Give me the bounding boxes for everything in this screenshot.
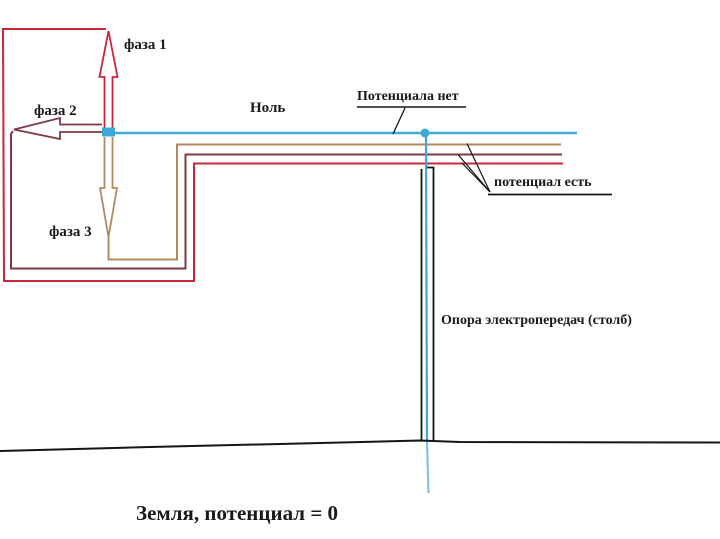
neutral-label: Ноль <box>250 100 286 116</box>
has-potential-label: потенциал есть <box>494 175 592 190</box>
phase2-label: фаза 2 <box>34 103 77 119</box>
neutral-junction-node <box>102 127 115 137</box>
pole-label: Опора электропередач (столб) <box>441 313 632 328</box>
has-potential-pointer-phase3 <box>466 143 491 193</box>
phase2-wire <box>10 130 562 270</box>
phase1-arrow <box>98 30 119 130</box>
neutral-ground-electrode <box>425 440 430 494</box>
neutral-pole-node <box>420 128 430 138</box>
pole-right-edge <box>427 166 435 441</box>
neutral-down-wire <box>424 132 429 442</box>
phase3-arrow <box>98 137 119 238</box>
phase1-label: фаза 1 <box>124 37 167 53</box>
ground-line <box>0 439 720 452</box>
no-potential-pointer-line <box>392 107 406 135</box>
phase2-arrow <box>13 116 102 141</box>
no-potential-label: Потенциала нет <box>357 89 459 104</box>
phase1-wire <box>1 28 563 282</box>
ground-label: Земля, потенциал = 0 <box>136 501 339 525</box>
phase3-wire <box>107 143 561 261</box>
has-potential-pointer-phase1 <box>461 162 491 193</box>
phase3-label: фаза 3 <box>49 224 92 240</box>
